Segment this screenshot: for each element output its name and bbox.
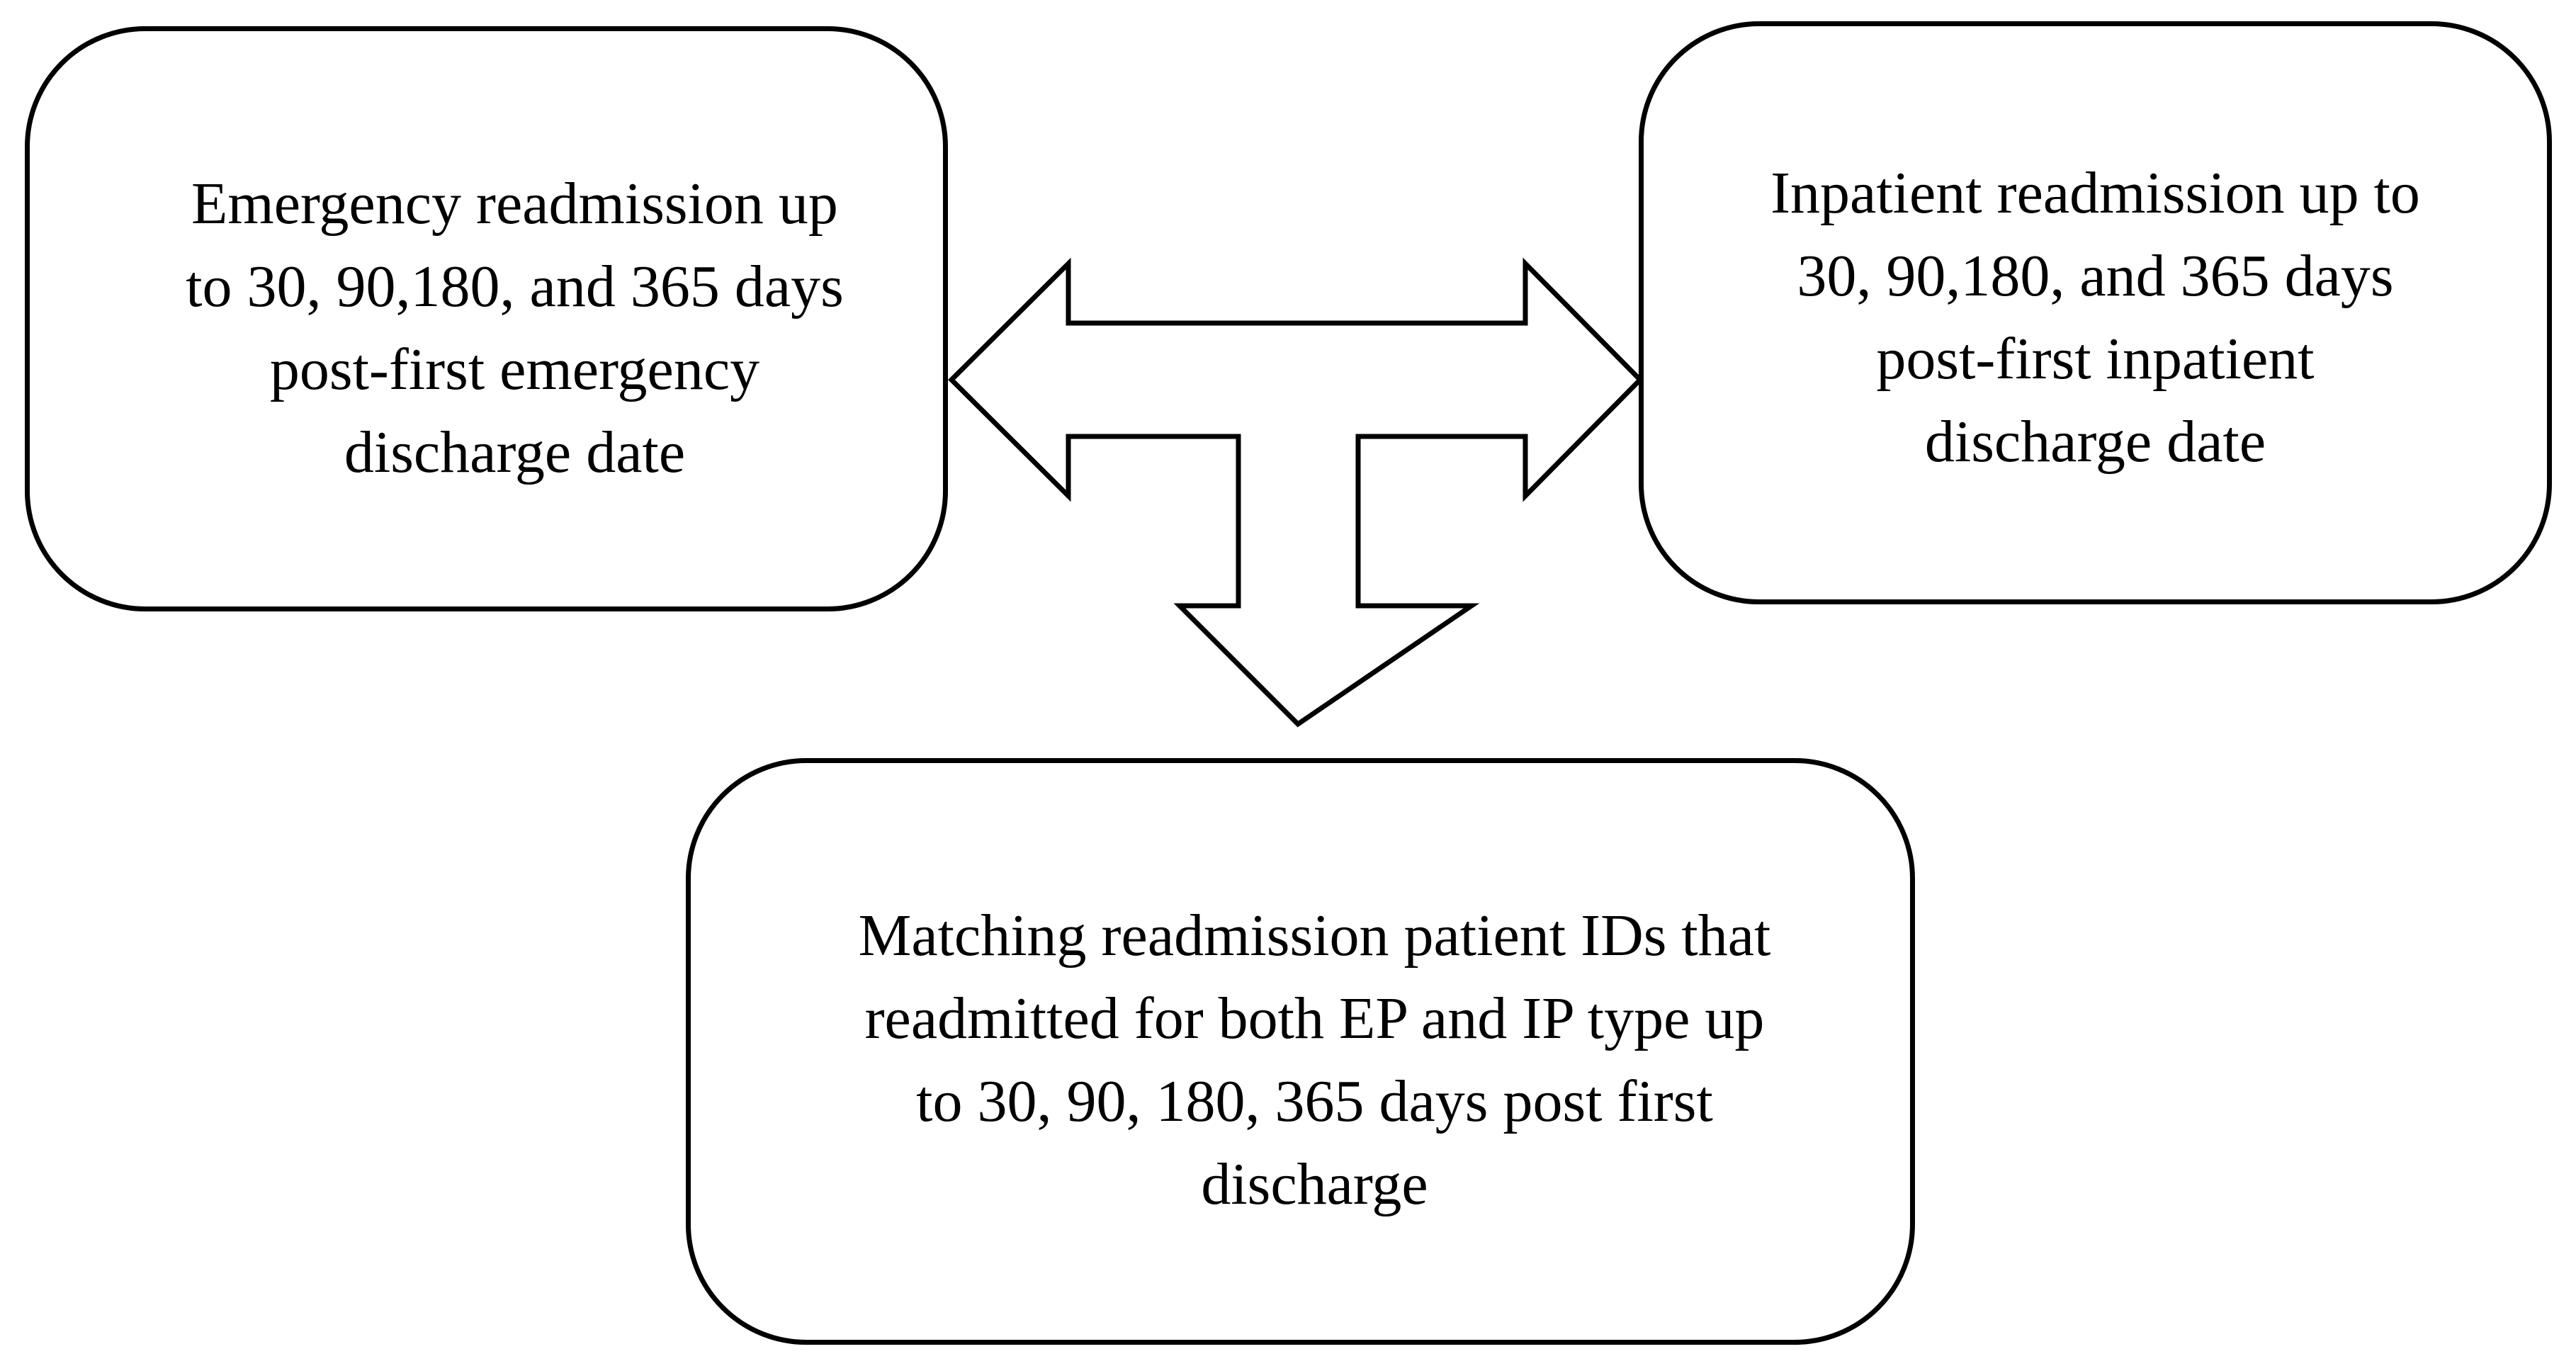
three-way-block-arrow [948, 257, 1644, 728]
emergency-readmission-text: Emergency readmission up to 30, 90,180, … [186, 171, 844, 485]
matching-patient-ids-box: Matching readmission patient IDs that re… [686, 758, 1915, 1345]
emergency-readmission-box: Emergency readmission up to 30, 90,180, … [25, 26, 948, 611]
matching-patient-ids-text: Matching readmission patient IDs that re… [858, 903, 1771, 1217]
inpatient-readmission-box: Inpatient readmission up to 30, 90,180, … [1639, 21, 2552, 604]
inpatient-readmission-text: Inpatient readmission up to 30, 90,180, … [1770, 159, 2420, 475]
